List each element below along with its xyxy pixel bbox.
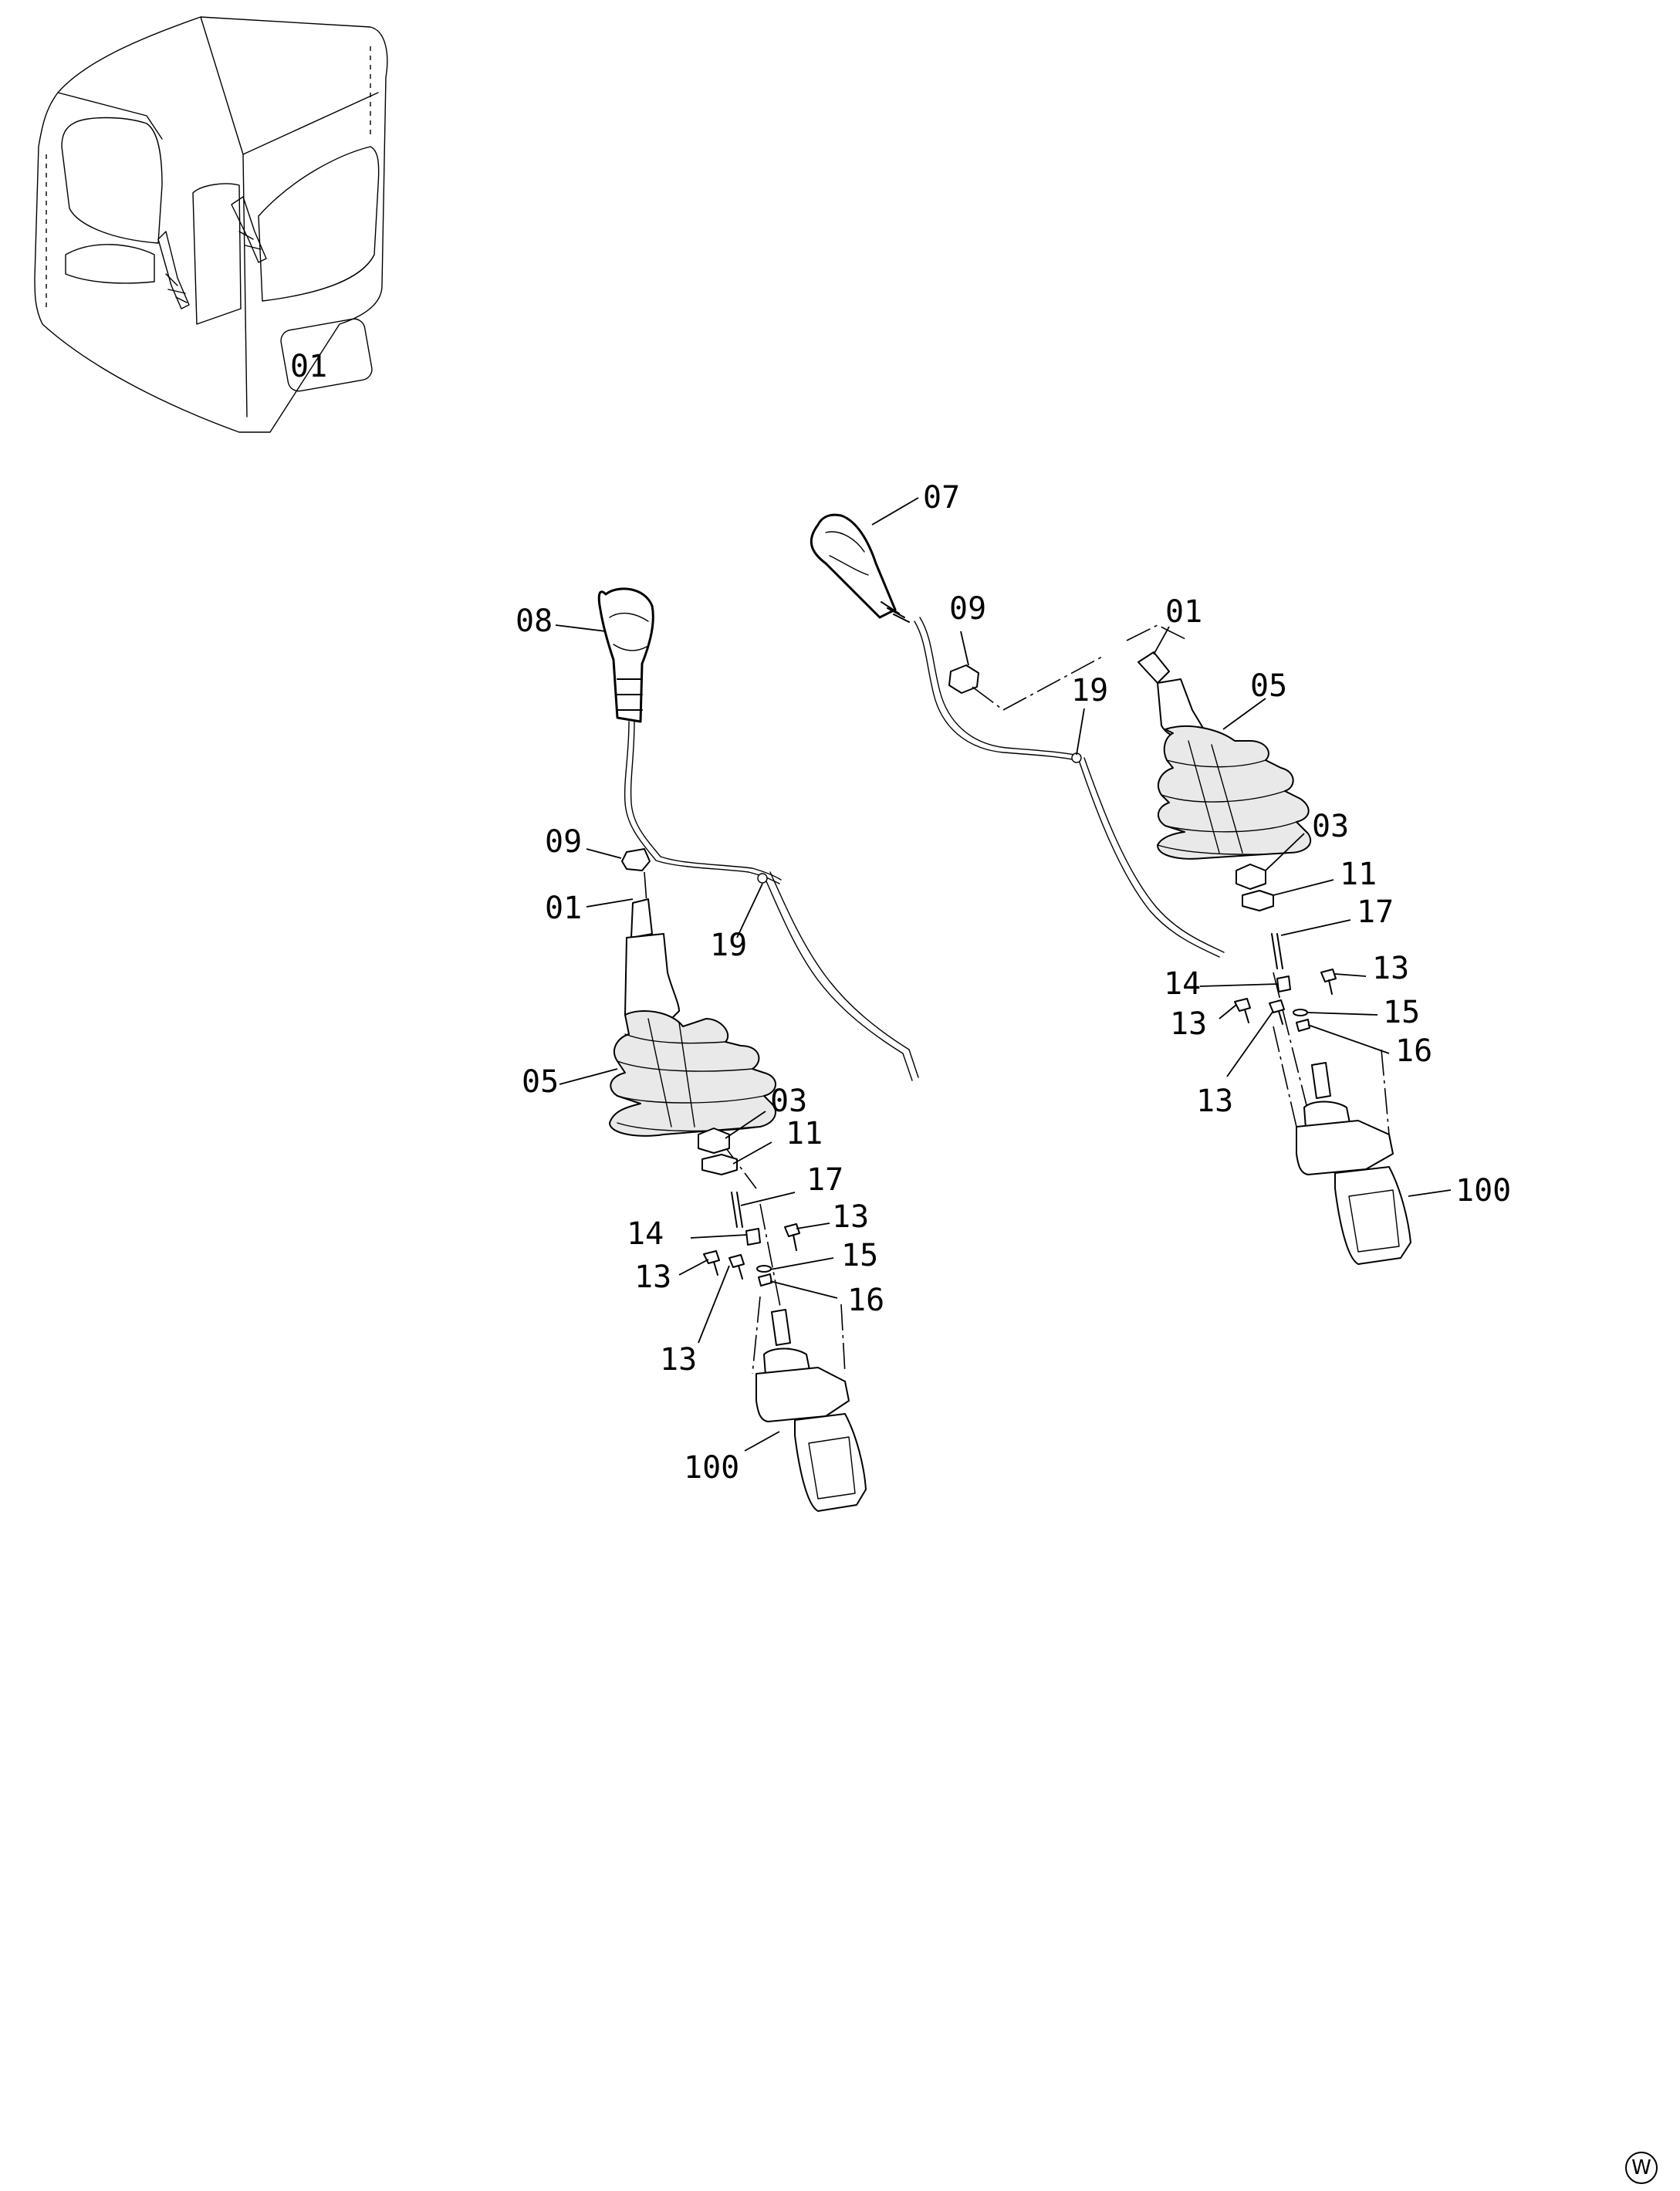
callout-left-bolt-13-a: 13 (832, 1199, 869, 1235)
callout-right-valve-100: 100 (1455, 1173, 1511, 1209)
callout-left-screw-14: 14 (627, 1216, 664, 1252)
callout-right-grip: 07 (923, 480, 960, 516)
left-grip (597, 587, 654, 723)
callout-left-bolt-13-b: 13 (634, 1259, 671, 1295)
callout-right-boot: 05 (1250, 668, 1287, 704)
callout-left-boot: 05 (522, 1064, 559, 1100)
callout-left-nut-09: 09 (545, 824, 582, 860)
callout-left-bolt-13-c: 13 (660, 1342, 697, 1378)
callout-left-pin-17: 17 (806, 1162, 843, 1198)
left-control-lever-assembly (597, 587, 919, 1512)
callout-right-bolt-13-a: 13 (1372, 951, 1409, 986)
page-mark: W (1625, 2152, 1658, 2184)
callout-left-nut-11: 11 (786, 1116, 823, 1151)
leader-lines (555, 497, 1452, 1452)
callout-left-valve-100: 100 (684, 1450, 739, 1486)
right-callouts: 07 09 01 19 05 03 11 17 14 13 13 15 16 1… (923, 480, 1511, 1209)
left-callouts: 08 09 01 19 05 03 11 17 13 14 13 15 16 1… (515, 604, 884, 1486)
callout-left-washer-15: 15 (841, 1238, 878, 1273)
callout-right-pin-17: 17 (1357, 894, 1394, 930)
left-pilot-valve (752, 1296, 867, 1512)
callout-left-lever-01: 01 (545, 891, 582, 926)
callout-right-nut-11: 11 (1340, 857, 1377, 892)
callout-right-bolt-13-c: 13 (1196, 1084, 1233, 1119)
right-control-lever-assembly (810, 513, 1411, 1265)
right-boot (1157, 678, 1312, 860)
callout-right-nut-03: 03 (1312, 809, 1349, 844)
callout-right-nut-09: 09 (949, 591, 986, 627)
right-grip (810, 513, 910, 623)
callout-left-plate-16: 16 (847, 1283, 884, 1318)
callout-left-harness: 19 (710, 928, 747, 963)
callout-left-nut-03: 03 (770, 1084, 807, 1119)
cab-inset: 01 (34, 16, 388, 433)
callout-left-grip: 08 (515, 604, 553, 639)
cab-mark-label: 01 (290, 349, 327, 384)
right-pilot-valve (1273, 1026, 1411, 1265)
left-boot (609, 898, 776, 1137)
callout-right-screw-14: 14 (1164, 966, 1201, 1002)
callout-right-bolt-13-b: 13 (1170, 1006, 1207, 1042)
callout-right-harness: 19 (1071, 673, 1108, 708)
callout-right-lever-01: 01 (1165, 594, 1202, 630)
callout-right-plate-16: 16 (1395, 1033, 1432, 1069)
callout-right-washer-15: 15 (1383, 995, 1420, 1030)
